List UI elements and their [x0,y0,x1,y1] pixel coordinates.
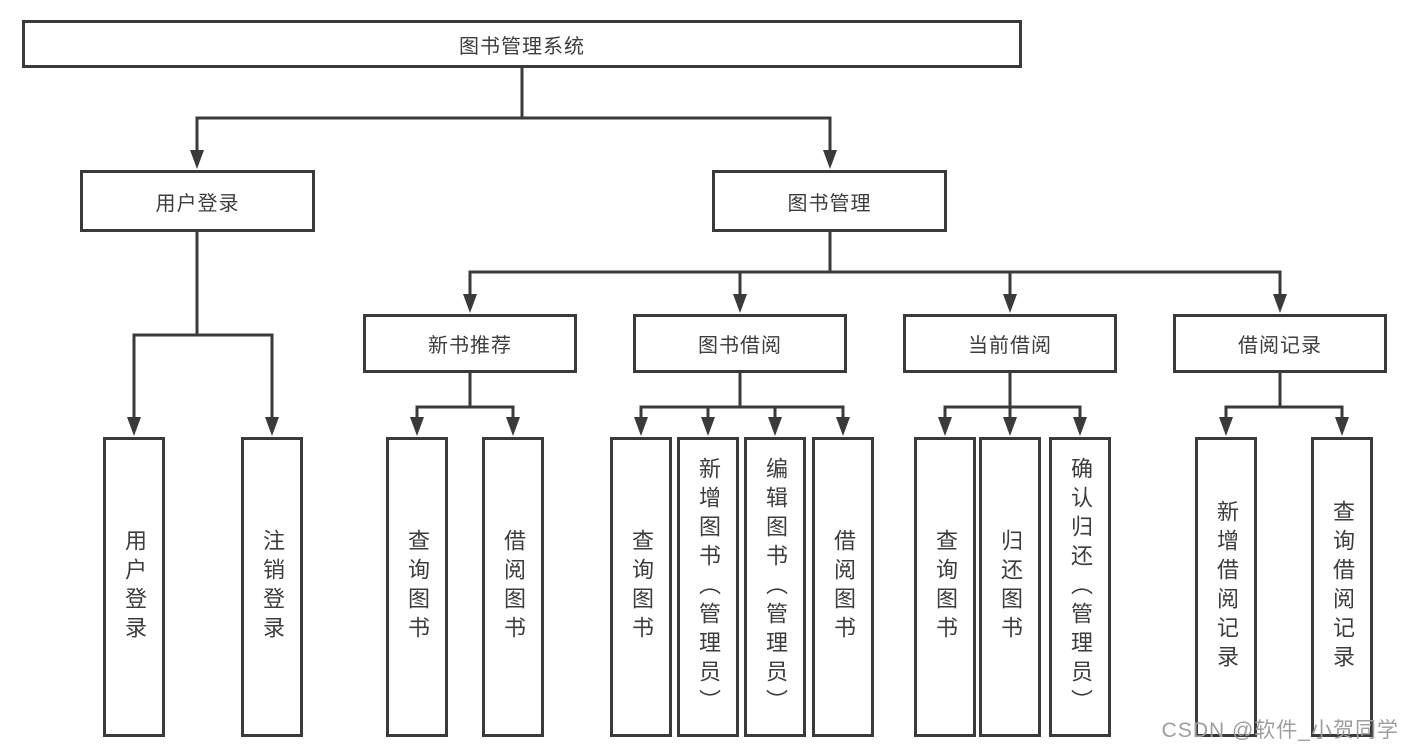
node-label: 归还图书 [998,529,1023,645]
node-label: 图书管理系统 [459,35,585,58]
node-return-books: 归还图书 [979,437,1041,737]
node-current-borrowing: 当前借阅 [903,314,1117,373]
node-new-book-recommend: 新书推荐 [363,314,577,373]
node-borrow-books-recommend: 借阅图书 [482,437,544,737]
node-user-login: 用户登录 [103,437,165,737]
node-add-borrow-record: 新增借阅记录 [1195,437,1257,737]
node-label: 借阅记录 [1238,335,1322,357]
node-label: 图书借阅 [698,335,782,357]
node-confirm-return-admin: 确认归还（管理员） [1049,437,1111,737]
node-label: 注销登录 [260,529,285,645]
node-label: 查询借阅记录 [1330,500,1355,674]
node-query-books-borrowing: 查询图书 [610,437,672,737]
node-add-book-admin: 新增图书（管理员） [677,437,739,737]
node-query-books-recommend: 查询图书 [386,437,448,737]
node-label: 图书管理 [787,192,872,215]
node-label: 当前借阅 [968,335,1052,357]
node-label: 用户登录 [155,192,240,215]
node-query-books-current: 查询图书 [914,437,976,737]
node-label: 查询图书 [629,529,654,645]
node-label: 新增图书（管理员） [696,456,721,718]
node-book-management: 图书管理 [712,170,947,232]
node-label: 查询图书 [405,529,430,645]
node-borrowing-records: 借阅记录 [1173,314,1387,373]
node-borrow-books-borrowing: 借阅图书 [812,437,874,737]
node-edit-book-admin: 编辑图书（管理员） [744,437,806,737]
node-label: 新书推荐 [428,335,512,357]
node-label: 编辑图书（管理员） [763,456,788,718]
node-book-borrowing: 图书借阅 [633,314,847,373]
node-library-management-system: 图书管理系统 [22,20,1022,68]
node-query-borrow-record: 查询借阅记录 [1311,437,1373,737]
node-label: 确认归还（管理员） [1068,456,1093,718]
node-user-login-group: 用户登录 [80,170,315,232]
node-label: 用户登录 [122,529,147,645]
node-label: 借阅图书 [501,529,526,645]
csdn-watermark: CSDN @软件_小贺同学 [1161,719,1399,742]
node-logout: 注销登录 [241,437,303,737]
node-label: 查询图书 [933,529,958,645]
tree-connector-paths [132,66,1344,419]
node-label: 借阅图书 [831,529,856,645]
node-label: 新增借阅记录 [1214,500,1239,674]
arrowhead-icons [127,150,1349,436]
